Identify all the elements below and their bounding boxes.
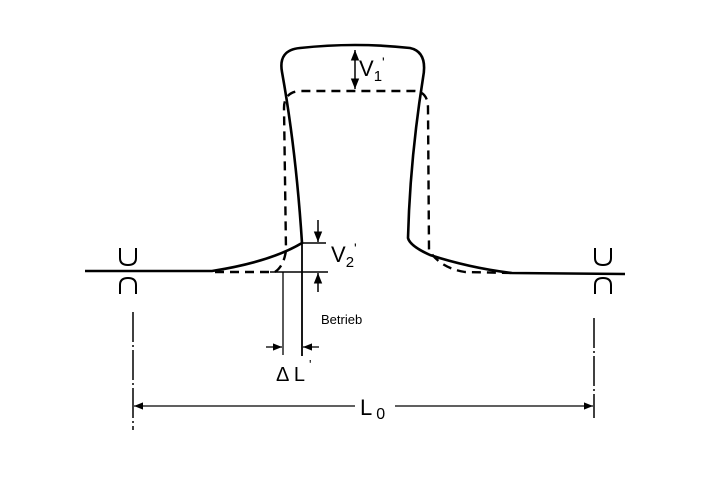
v2-label: V2' — [331, 240, 357, 271]
dashed-profile — [215, 89, 513, 275]
right-clamp-top-icon — [594, 248, 612, 267]
state-label: Betrieb — [321, 312, 362, 327]
left-clamp-top-icon — [119, 248, 137, 267]
delta-l-label: Δ L' — [276, 357, 311, 386]
left-clamp-bottom-icon — [119, 276, 137, 294]
v1-label: V1' — [359, 54, 385, 85]
solid-profile — [85, 43, 626, 276]
right-clamp-bottom-icon — [594, 276, 612, 294]
